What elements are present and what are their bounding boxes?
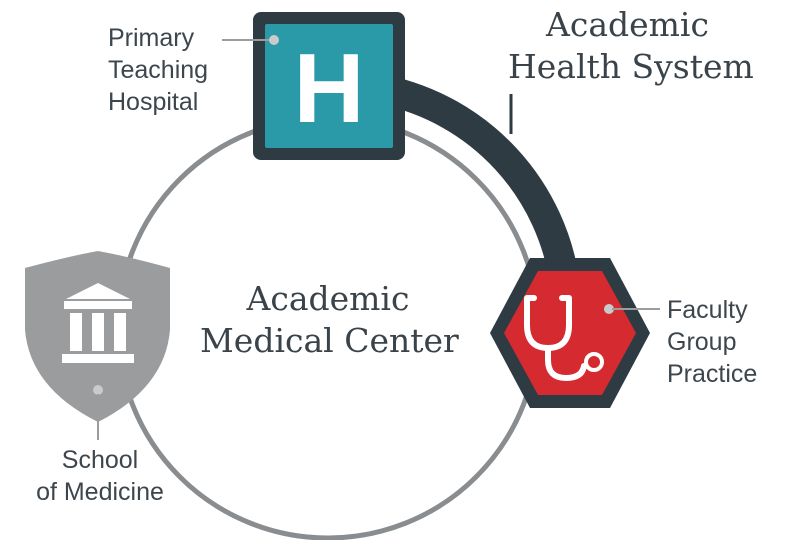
hospital-node: H: [253, 12, 405, 160]
health-system-arc: [381, 75, 580, 288]
hospital-label-line-3: Hospital: [108, 88, 199, 116]
hospital-pointer-dot: [269, 35, 279, 45]
school-label-line-2: of Medicine: [36, 478, 164, 506]
hospital-label-line-2: Teaching: [108, 56, 209, 84]
faculty-label-line-2: Group: [667, 328, 737, 356]
medical-center-label-line-2: Medical Center: [200, 321, 459, 360]
school-label-line-1: School: [61, 446, 139, 474]
faculty-pointer-dot: [604, 304, 614, 314]
school-pointer-dot: [93, 385, 103, 395]
medical-center-label-line-1: Academic: [246, 279, 410, 318]
faculty-label: Faculty Group Practice: [667, 294, 757, 390]
hospital-label: Primary Teaching Hospital: [108, 22, 208, 118]
health-system-label-line-1: Academic: [546, 5, 709, 44]
school-building-icon: [62, 283, 134, 363]
faculty-label-line-3: Practice: [667, 360, 758, 388]
hospital-label-line-1: Primary: [108, 24, 195, 52]
health-system-label: Academic Health System: [508, 4, 754, 88]
stethoscope-icon: [524, 295, 604, 381]
medical-center-label: Academic Medical Center: [200, 278, 459, 362]
hospital-h-icon: H: [294, 33, 365, 143]
faculty-label-line-1: Faculty: [667, 296, 748, 324]
school-node: [25, 251, 170, 422]
faculty-node: [490, 258, 650, 408]
school-label: School of Medicine: [0, 444, 200, 508]
health-system-label-line-2: Health System: [508, 47, 754, 86]
